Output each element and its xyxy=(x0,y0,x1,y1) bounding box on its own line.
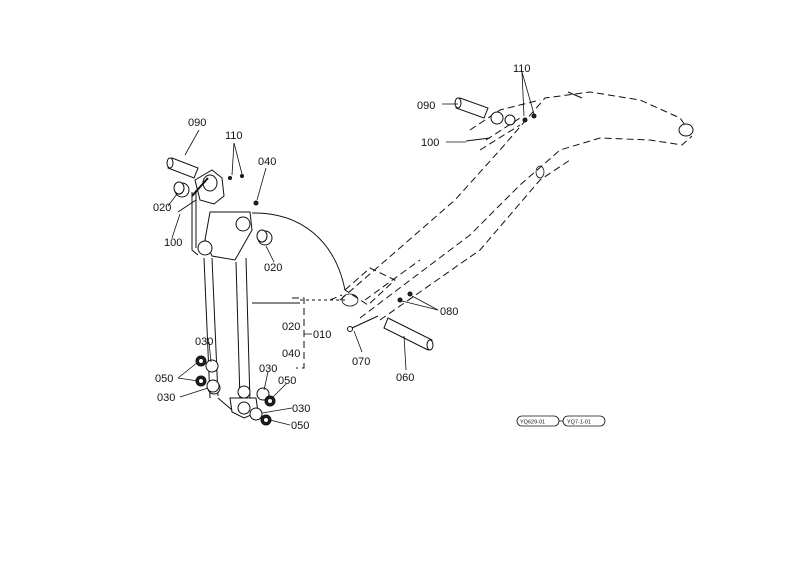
label-020-left: 020 xyxy=(153,202,171,214)
label-090-right: 090 xyxy=(417,100,435,112)
label-100-right: 100 xyxy=(421,137,439,149)
label-050-upper-right: 050 xyxy=(278,375,296,387)
label-030-lower-right: 030 xyxy=(292,403,310,415)
label-010: 010 xyxy=(313,329,331,341)
hose-line xyxy=(251,212,346,291)
label-020-right: 020 xyxy=(264,262,282,274)
fitting-110-c xyxy=(522,117,528,123)
label-050-left: 050 xyxy=(155,373,173,385)
fitting-110-d xyxy=(531,113,537,119)
pin-090-left xyxy=(166,157,199,179)
seal-050-left-a xyxy=(195,355,207,367)
label-080: 080 xyxy=(440,306,458,318)
bracket-010 xyxy=(292,297,305,369)
label-060: 060 xyxy=(396,372,414,384)
label-050-lower-right: 050 xyxy=(291,420,309,432)
fitting-040 xyxy=(253,200,259,206)
bolt-100-left xyxy=(177,199,197,213)
bushing-030-lower-left-a xyxy=(205,359,219,373)
bushing-030-lower-right-a xyxy=(256,387,270,401)
label-110-right: 110 xyxy=(513,63,531,75)
bolt-070 xyxy=(351,315,379,329)
fitting-080-a xyxy=(397,297,403,303)
reference-code-1: YQ629-01 xyxy=(516,415,560,427)
reference-code-2: YQ7-1-01 xyxy=(562,415,606,427)
boom-end-boss xyxy=(678,123,694,137)
label-100-left: 100 xyxy=(164,237,182,249)
pin-090-right xyxy=(454,97,489,119)
arm-assembly xyxy=(191,169,300,419)
bushing-030-lower-right-b xyxy=(249,407,263,421)
fitting-110-a xyxy=(228,176,232,180)
label-030-upper-right: 030 xyxy=(259,363,277,375)
seal-050-right-b xyxy=(260,414,272,426)
bushing-020-right xyxy=(256,229,273,246)
reference-code-1-text: YQ629-01 xyxy=(520,420,545,426)
label-110-left: 110 xyxy=(225,130,243,142)
leader-lines xyxy=(167,71,535,426)
boom-outline xyxy=(329,91,694,321)
reference-code-2-text: YQ7-1-01 xyxy=(567,420,591,426)
label-070: 070 xyxy=(352,356,370,368)
label-020-bracket: 020 xyxy=(282,321,300,333)
fitting-110-b xyxy=(240,174,244,178)
bushing-030-lower-left-b xyxy=(206,379,220,393)
label-030-upper-left: 030 xyxy=(195,336,213,348)
label-040-bracket: 040 xyxy=(282,348,300,360)
pin-060 xyxy=(383,317,434,351)
label-090-left: 090 xyxy=(188,117,206,129)
bolt-100-right xyxy=(465,137,491,142)
label-040-top: 040 xyxy=(258,156,276,168)
label-030-lower-left: 030 xyxy=(157,392,175,404)
fitting-080-b xyxy=(407,291,413,297)
seal-050-right-a xyxy=(264,395,276,407)
bushing-020-left xyxy=(173,181,190,198)
